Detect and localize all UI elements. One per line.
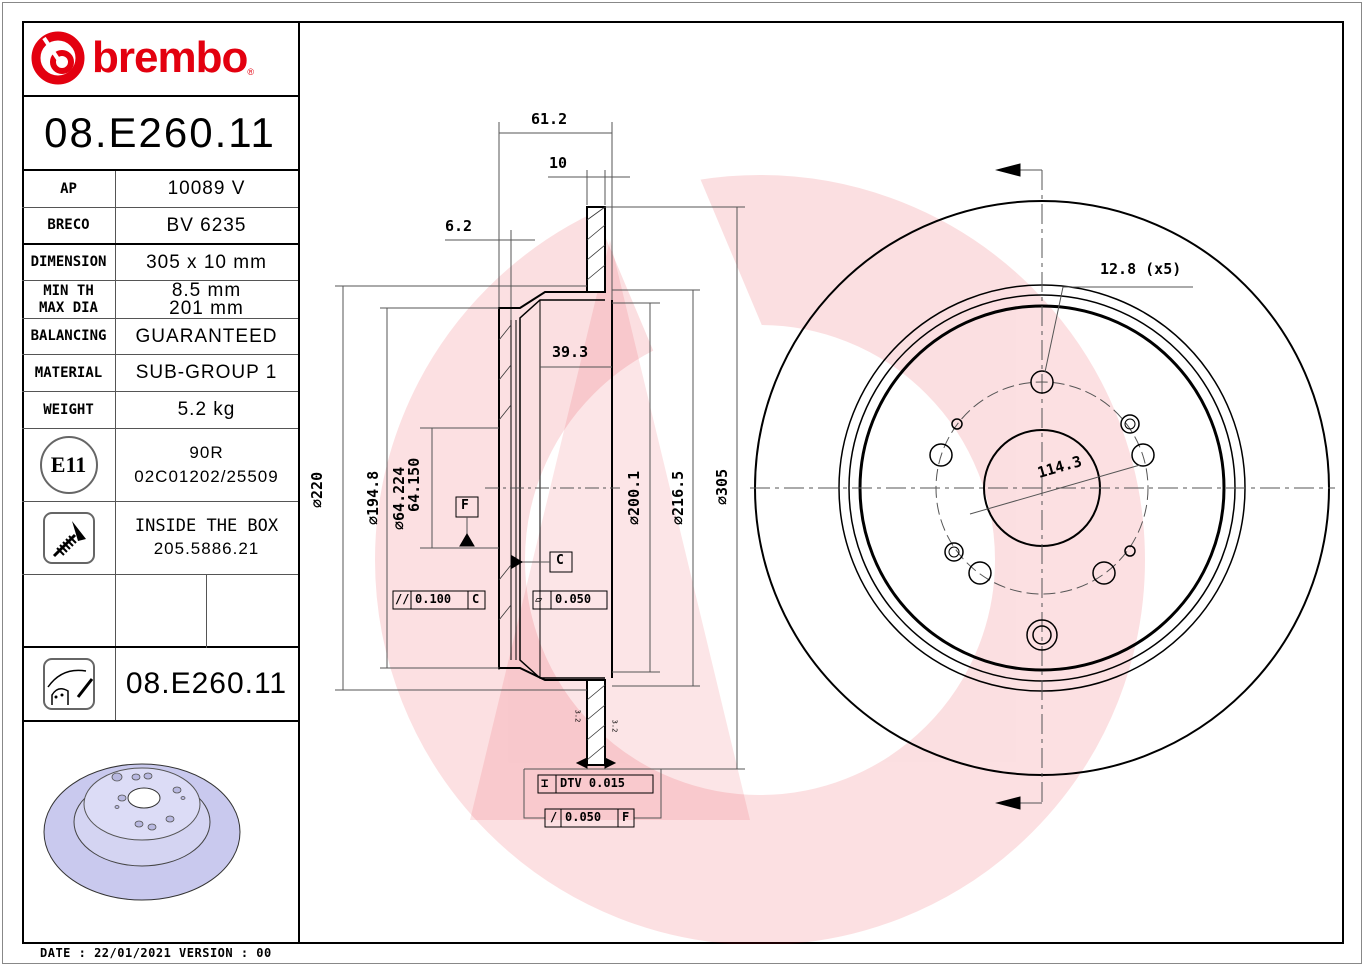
screws-info: INSIDE THE BOX 205.5886.21 [115, 502, 298, 575]
parallelism-symbol-icon: // [395, 592, 410, 606]
spec-value-minth-maxdia: 8.5 mm 201 mm [115, 281, 298, 319]
spec-label-weight: WEIGHT [22, 392, 115, 429]
dim-disc-thickness: 10 [549, 154, 568, 172]
registered-mark: ® [247, 67, 254, 77]
column-divider [206, 575, 207, 648]
spec-value-breco: BV 6235 [115, 208, 298, 245]
screw-icon-cell [22, 502, 115, 575]
spec-label-dimension: DIMENSION [22, 245, 115, 281]
disc-icon-cell [22, 648, 115, 722]
title-block: brembo ® 08.E260.11 AP 10089 V BRECO BV … [22, 21, 300, 944]
drawing-sheet [22, 21, 1344, 944]
dim-dia-305: ⌀305 [713, 468, 731, 505]
technical-drawing [335, 108, 1335, 944]
dim-dia-200-1: ⌀200.1 [625, 470, 643, 525]
brembo-logo: brembo ® [22, 21, 298, 97]
runout-value: 0.050 [565, 810, 602, 824]
column-divider [115, 171, 116, 722]
empty-row [22, 575, 298, 648]
flatness-value: 0.050 [555, 592, 592, 606]
spec-value-dimension: 305 x 10 mm [115, 245, 298, 281]
spec-value-balancing: GUARANTEED [115, 319, 298, 355]
brembo-logo-icon [31, 31, 85, 85]
dtv-symbol-icon: ⌶ [541, 776, 549, 790]
e11-approval-icon: E11 [39, 436, 98, 494]
dim-overall-width: 61.2 [531, 110, 568, 128]
screw-icon [42, 512, 95, 564]
datum-c: C [556, 553, 564, 568]
dtv-value: DTV 0.015 [560, 776, 626, 790]
spec-label-material: MATERIAL [22, 355, 115, 392]
section-view [335, 122, 745, 828]
dim-hat-depth: 39.3 [552, 343, 589, 361]
flatness-symbol-icon: ▱ [535, 592, 543, 606]
roughness-right: 3.2 [610, 719, 619, 733]
spec-value-weight: 5.2 kg [115, 392, 298, 429]
front-view [750, 163, 1335, 810]
dim-dia-194-8: ⌀194.8 [364, 470, 382, 525]
spec-label-minth-maxdia: MIN TH MAX DIA [22, 281, 115, 319]
watermark-logo-icon [375, 108, 1145, 944]
bottom-part-number-cell: 08.E260.11 [115, 648, 298, 722]
spec-label-ap: AP [22, 171, 115, 208]
dim-hat-thickness: 6.2 [445, 217, 473, 235]
datum-f: F [461, 498, 469, 513]
roughness-left: 3.2 [573, 709, 582, 723]
approval-info: 90R 02C01202/25509 [115, 429, 298, 502]
approval-icon-cell: E11 [22, 429, 115, 502]
parallelism-value: 0.100 [415, 592, 452, 606]
spec-label-balancing: BALANCING [22, 319, 115, 355]
spec-value-material: SUB-GROUP 1 [115, 355, 298, 392]
brake-disc-3d-image [43, 763, 241, 901]
brand-name: brembo [92, 33, 248, 82]
bolt-hole-label: 12.8 (x5) [1100, 260, 1182, 278]
runout-symbol-icon: / [550, 810, 558, 824]
dim-center-bore: ⌀64.224 64.150 [390, 457, 423, 530]
dim-dia-220: ⌀220 [308, 471, 326, 508]
footer-date-version: DATE : 22/01/2021 VERSION : 00 [40, 946, 272, 960]
parallelism-datum: C [472, 592, 480, 606]
part-number: 08.E260.11 [22, 97, 298, 171]
spec-label-breco: BRECO [22, 208, 115, 245]
bottom-part-number: 08.E260.11 [125, 667, 288, 700]
dim-dia-216-5: ⌀216.5 [669, 470, 687, 525]
runout-datum: F [622, 810, 630, 824]
spec-value-ap: 10089 V [115, 171, 298, 208]
brake-disc-icon [42, 658, 95, 710]
